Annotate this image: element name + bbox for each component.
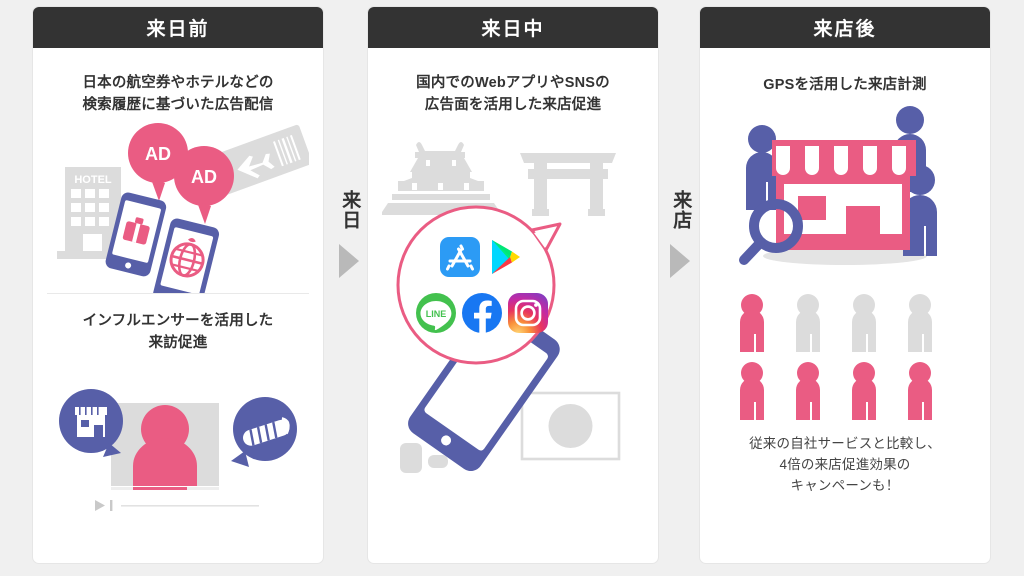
panel-post-visit: 来店後 GPSを活用した来店計測	[700, 7, 990, 563]
caption-line: インフルエンサーを活用した	[82, 312, 274, 329]
panel-header-pre-visit: 来日前	[33, 7, 323, 48]
panel-during-visit: 来日中 国内でのWebアプリやSNSの 広告面を活用した来店促進	[368, 7, 658, 563]
caption-line: 広告面を活用した来店促進	[424, 97, 602, 114]
person-icon	[852, 362, 876, 421]
section-influencer: インフルエンサーを活用した 来訪促進	[33, 294, 323, 521]
video-player-controls	[95, 486, 259, 511]
bubble-storefront	[59, 388, 123, 457]
castle-icon	[382, 141, 502, 215]
person-body	[133, 437, 197, 486]
google-play-icon	[492, 239, 520, 274]
instagram-icon	[508, 292, 548, 333]
caption-line: GPSを活用した来店計測	[763, 77, 927, 93]
panel-body-post-visit: GPSを活用した来店計測	[700, 48, 990, 563]
app-store-icon	[440, 236, 480, 277]
panel-body-during-visit: 国内でのWebアプリやSNSの 広告面を活用した来店促進	[368, 48, 658, 563]
connector-store-visit: 来店	[657, 190, 703, 278]
people-ratio-art	[714, 292, 976, 421]
person-icon	[796, 362, 820, 421]
footer-line: キャンペーンも！	[790, 478, 900, 494]
caption-store-visit: GPSを活用した来店計測	[714, 74, 976, 96]
svg-text:LINE: LINE	[426, 309, 447, 319]
section-ad-targeting: 日本の航空券やホテルなどの 検索履歴に基づいた広告配信	[33, 48, 323, 293]
section-store-visit: GPSを活用した来店計測	[700, 48, 990, 286]
person-icon	[908, 294, 932, 353]
play-icon	[95, 499, 105, 511]
ad-balloon-label: AD	[145, 144, 171, 164]
phone-globe-icon	[153, 218, 220, 293]
hotel-label: HOTEL	[74, 174, 112, 186]
caption-line: 検索履歴に基づいた広告配信	[82, 97, 274, 114]
connector-label: 来店	[670, 190, 692, 230]
person-icon	[852, 294, 876, 353]
person-icon	[740, 362, 764, 421]
person-icon	[796, 294, 820, 353]
footer-line: 従来の自社サービスと比較し、	[749, 436, 941, 452]
footer-campaign-note: 従来の自社サービスと比較し、 4倍の来店促進効果の キャンペーンも！	[714, 434, 976, 497]
ad-balloon-label: AD	[191, 167, 217, 187]
section-people-ratio: 従来の自社サービスと比較し、 4倍の来店促進効果の キャンペーンも！	[700, 286, 990, 497]
facebook-icon	[462, 292, 502, 333]
panel-header-during-visit: 来日中	[368, 7, 658, 48]
person-icon	[908, 362, 932, 421]
ad-targeting-art: HOTEL AD AD	[47, 121, 309, 293]
ad-balloon-2	[174, 145, 234, 224]
arrow-right-icon	[339, 244, 359, 278]
line-icon: LINE	[416, 292, 456, 333]
arrow-right-icon	[670, 244, 690, 278]
person-icon	[746, 125, 778, 211]
seek-bar	[121, 504, 259, 507]
person-icon	[740, 294, 764, 353]
caption-ad-targeting: 日本の航空券やホテルなどの 検索履歴に基づいた広告配信	[47, 72, 309, 117]
caption-line: 日本の航空券やホテルなどの	[82, 75, 274, 91]
panel-header-post-visit: 来店後	[700, 7, 990, 48]
footer-line: 4倍の来店促進効果の	[779, 457, 911, 473]
influencer-art	[47, 361, 309, 521]
japan-flag-icon	[520, 391, 621, 461]
caption-influencer: インフルエンサーを活用した 来訪促進	[47, 310, 309, 355]
pause-icon	[110, 499, 113, 511]
ad-balloon-1	[128, 122, 188, 201]
caption-app-ads: 国内でのWebアプリやSNSの 広告面を活用した来店促進	[382, 72, 644, 117]
panel-pre-visit: 来日前 日本の航空券やホテルなどの 検索履歴に基づいた広告配信	[33, 7, 323, 563]
connector-arrival: 来日	[326, 190, 372, 278]
app-ads-art: LINE	[382, 125, 644, 555]
magnifier-icon	[739, 199, 803, 266]
caption-line: 来訪促進	[148, 335, 208, 352]
phone-suitcase-icon	[105, 192, 167, 277]
section-app-ads: 国内でのWebアプリやSNSの 広告面を活用した来店促進	[368, 48, 658, 555]
connector-label: 来日	[339, 190, 361, 230]
bubble-sushi	[231, 396, 297, 467]
caption-line: 国内でのWebアプリやSNSの	[416, 75, 610, 91]
panel-divider	[47, 292, 309, 294]
torii-gate-icon	[520, 152, 616, 216]
store-visit-art	[714, 106, 976, 286]
panel-body-pre-visit: 日本の航空券やホテルなどの 検索履歴に基づいた広告配信	[33, 48, 323, 563]
